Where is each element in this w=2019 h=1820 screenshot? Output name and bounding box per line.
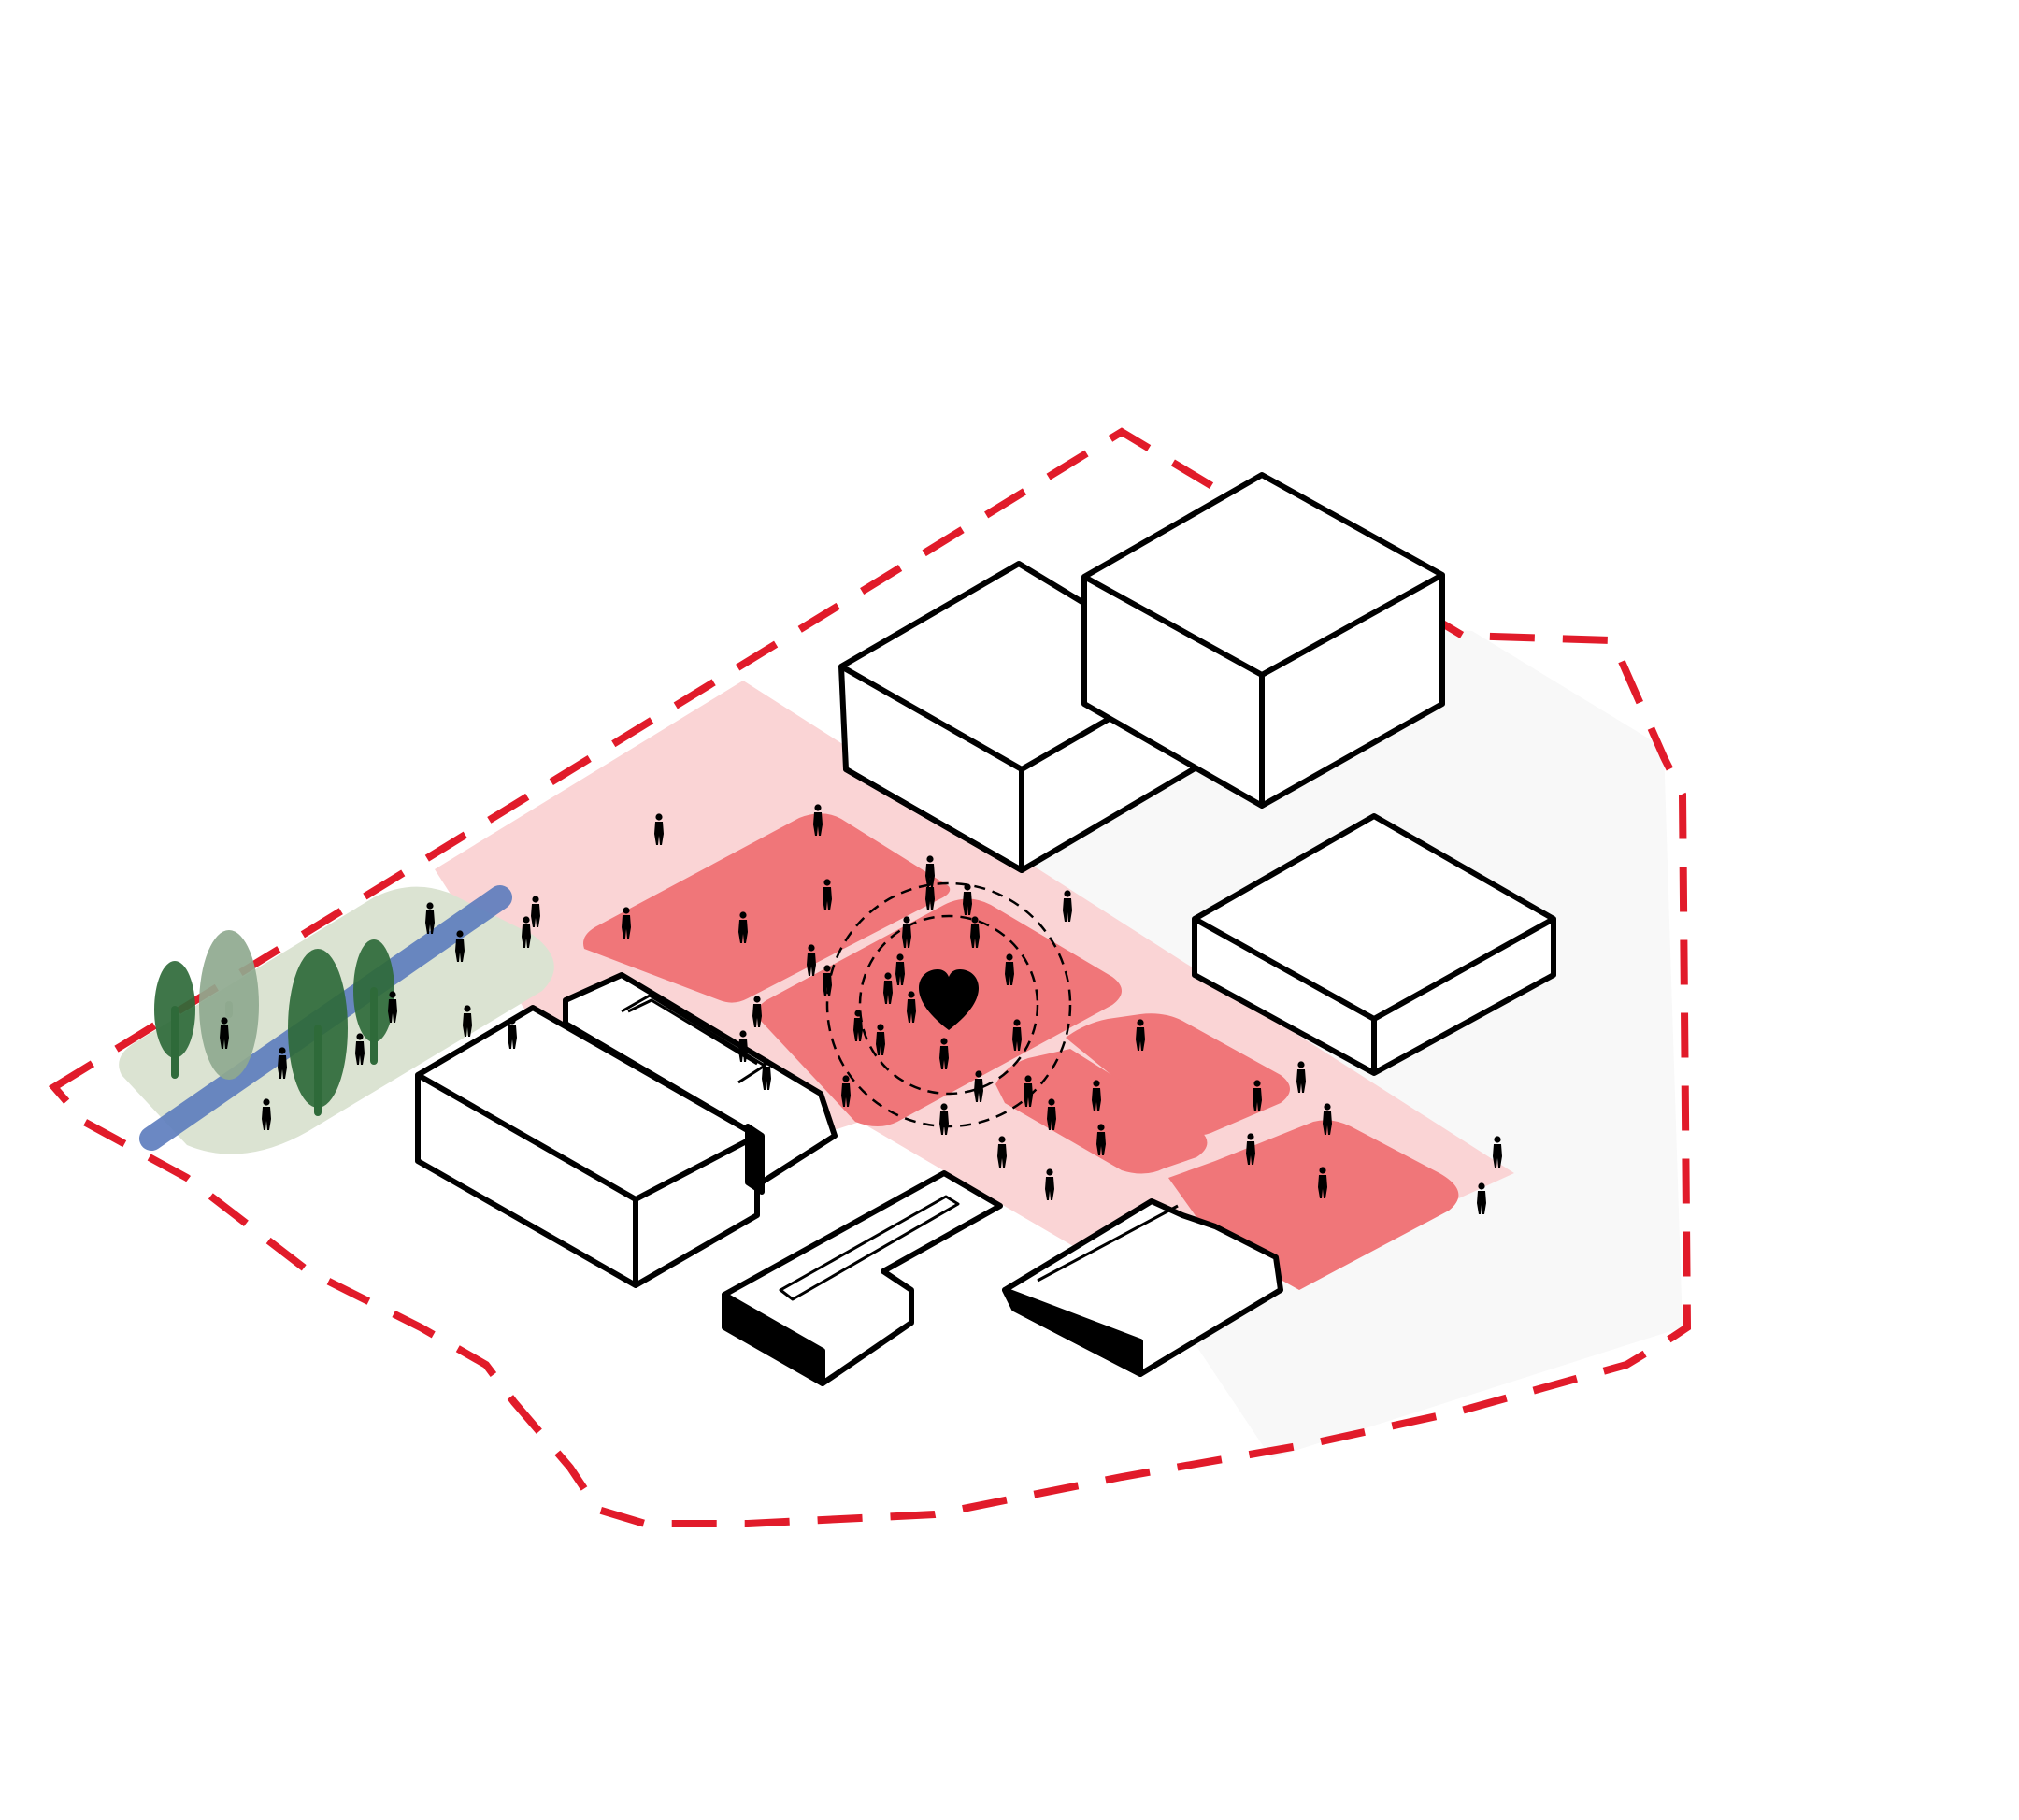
person-icon bbox=[1323, 1103, 1332, 1135]
site-boundary-line bbox=[48, 427, 1692, 1527]
building-medium-east bbox=[1192, 813, 1556, 1076]
person-icon bbox=[1253, 1080, 1262, 1111]
building-sawtooth-south-side bbox=[1002, 1287, 1143, 1377]
plaza-area-east bbox=[1066, 1013, 1290, 1136]
plaza-area-north bbox=[583, 813, 951, 1003]
person-icon bbox=[997, 1136, 1007, 1168]
building-lshape-south bbox=[722, 1170, 1003, 1386]
person-icon bbox=[752, 996, 762, 1027]
person-icon bbox=[1318, 1167, 1327, 1198]
tree-icon bbox=[199, 930, 259, 1080]
person-icon bbox=[925, 879, 935, 910]
person-icon bbox=[531, 896, 540, 927]
person-icon bbox=[1493, 1136, 1502, 1168]
influence-ring-inner bbox=[858, 914, 1039, 1096]
person-icon bbox=[813, 804, 823, 836]
person-icon bbox=[1477, 1182, 1486, 1214]
person-icon bbox=[1246, 1133, 1255, 1165]
person-icon bbox=[278, 1047, 287, 1079]
tree-icon bbox=[154, 961, 195, 1079]
person-icon bbox=[895, 953, 905, 985]
person-icon bbox=[1092, 1080, 1101, 1111]
person-icon bbox=[425, 902, 435, 934]
person-icon bbox=[738, 1030, 748, 1062]
person-icon bbox=[1005, 953, 1014, 985]
building-sawtooth-west-ridge bbox=[621, 994, 766, 1084]
person-icon bbox=[883, 972, 893, 1004]
building-tall-right bbox=[1081, 472, 1445, 809]
public-space-strong-zones bbox=[583, 813, 1459, 1290]
person-icon bbox=[654, 813, 664, 845]
building-sawtooth-south-teeth bbox=[1037, 1204, 1179, 1283]
tree-icon bbox=[353, 939, 394, 1065]
person-icon bbox=[907, 991, 916, 1023]
person-icon bbox=[1096, 1124, 1106, 1155]
person-icon bbox=[1012, 1019, 1022, 1051]
person-icon bbox=[463, 1005, 472, 1037]
person-icon bbox=[220, 1017, 229, 1049]
person-icon bbox=[807, 944, 816, 976]
building-sawtooth-west-shadow bbox=[745, 1124, 765, 1195]
person-icon bbox=[939, 1103, 949, 1135]
person-icon bbox=[738, 911, 748, 943]
person-icon bbox=[1024, 1075, 1033, 1107]
tree-group bbox=[154, 930, 394, 1116]
building-lshape-south-side bbox=[722, 1292, 825, 1386]
person-icon bbox=[823, 879, 832, 910]
person-icon bbox=[1047, 1098, 1056, 1130]
person-icon bbox=[355, 1033, 365, 1065]
building-sawtooth-west bbox=[563, 972, 838, 1195]
building-sawtooth-west-ridge-inner bbox=[627, 998, 758, 1066]
person-icon bbox=[388, 991, 397, 1023]
people-group bbox=[220, 804, 1502, 1214]
person-icon bbox=[876, 1024, 885, 1055]
person-icon bbox=[622, 907, 631, 939]
building-sawtooth-south bbox=[1002, 1198, 1283, 1377]
person-icon bbox=[963, 883, 972, 915]
plaza-area-south bbox=[995, 1049, 1208, 1174]
person-icon bbox=[823, 965, 832, 996]
person-icon bbox=[841, 1075, 851, 1107]
person-icon bbox=[1296, 1061, 1306, 1093]
person-icon bbox=[1045, 1168, 1054, 1200]
person-icon bbox=[1063, 890, 1072, 922]
person-icon bbox=[853, 1010, 863, 1041]
person-icon bbox=[522, 916, 531, 948]
heart-icon bbox=[919, 969, 979, 1030]
building-lshape-south-roof-light bbox=[779, 1195, 960, 1301]
person-icon bbox=[262, 1098, 271, 1130]
person-icon bbox=[974, 1070, 983, 1102]
person-icon bbox=[455, 930, 465, 962]
person-icon bbox=[1136, 1019, 1145, 1051]
person-icon bbox=[902, 916, 911, 948]
building-large-southwest bbox=[415, 1005, 760, 1288]
influence-ring-outer bbox=[825, 881, 1072, 1128]
person-icon bbox=[508, 1017, 517, 1049]
person-icon bbox=[970, 916, 980, 948]
person-icon bbox=[762, 1058, 771, 1090]
person-icon bbox=[939, 1038, 949, 1069]
building-sawtooth-west-body bbox=[563, 972, 838, 1188]
tree-icon bbox=[288, 949, 348, 1116]
